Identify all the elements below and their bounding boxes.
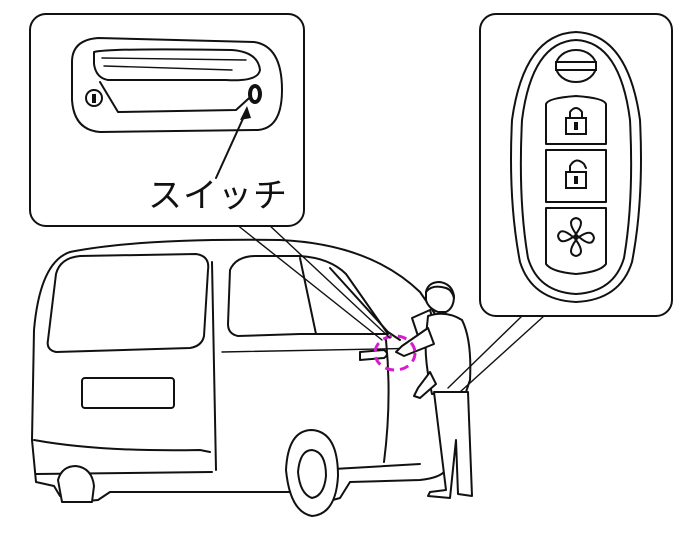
door-handle-callout — [29, 13, 305, 227]
fan-icon — [557, 217, 595, 257]
unlock-icon — [565, 159, 587, 189]
person — [395, 281, 473, 499]
lock-button[interactable] — [545, 95, 607, 145]
lock-icon — [565, 107, 587, 135]
van — [31, 238, 447, 517]
switch-label: スイッチ — [148, 176, 288, 216]
highlight-ring — [373, 334, 417, 372]
key-fob-callout — [479, 13, 673, 317]
unlock-button[interactable] — [545, 149, 607, 203]
fan-button[interactable] — [545, 207, 607, 275]
brand-emblem-icon — [555, 49, 597, 83]
